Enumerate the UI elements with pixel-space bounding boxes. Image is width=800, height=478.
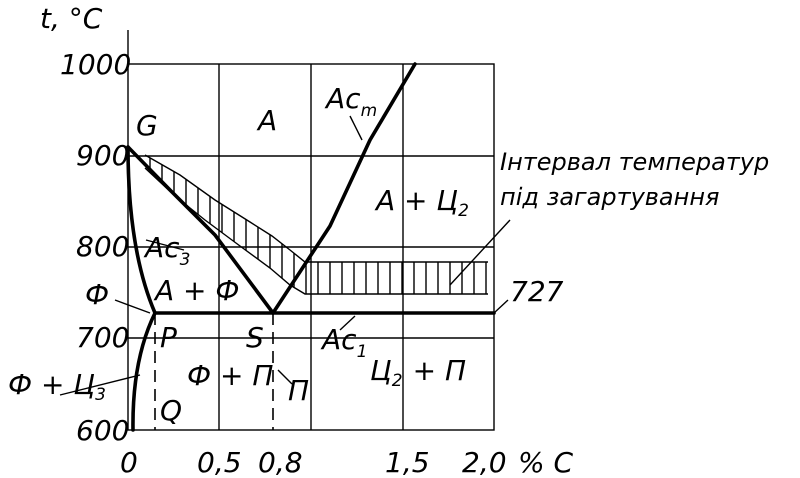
se-line	[271, 62, 417, 315]
point-p-label: P	[160, 321, 177, 354]
grid	[127, 30, 495, 431]
y-tick-label: 800	[76, 230, 129, 263]
x-tick-label: 0,8	[258, 446, 303, 478]
gp-line	[126, 145, 157, 315]
ac3-label: Ac3	[143, 231, 190, 270]
region-austenite-ferrite-label: A + Ф	[153, 274, 240, 307]
y-tick-label: 700	[76, 321, 129, 354]
region-pearlite-label: П	[288, 374, 309, 407]
quenching-interval-annotation-line2: під загартування	[500, 183, 719, 211]
leader-lines	[59, 115, 511, 396]
region-austenite-cementite2-label: A + Ц2	[374, 184, 469, 221]
gs-line	[126, 145, 275, 315]
y-tick-label: 900	[76, 139, 129, 172]
x-tick-label: 0	[120, 446, 138, 478]
ac1-label: Ac1	[320, 323, 367, 362]
point-g-label: G	[136, 109, 158, 142]
point-s-label: S	[246, 321, 264, 354]
x-axis-label: % C	[518, 446, 574, 478]
quenching-interval-annotation-line1: Інтервал температур	[500, 148, 769, 176]
point-q-label: Q	[160, 394, 182, 427]
x-tick-label: 1,5	[385, 446, 430, 478]
eutectoid-temp-label: 727	[510, 275, 564, 308]
region-austenite-label: A	[256, 104, 277, 137]
pq-line	[131, 311, 157, 432]
region-ferrite-cementite3-label: Ф + Ц3	[8, 368, 106, 405]
y-tick-label: 600	[76, 414, 129, 447]
acm-label: Acm	[324, 82, 377, 121]
y-tick-label: 1000	[60, 48, 131, 81]
y-axis-label: t, °C	[40, 2, 103, 35]
region-ferrite-pearlite-label: Ф + П	[187, 359, 273, 392]
region-cementite2-pearlite-label: Ц2+ П	[370, 354, 466, 391]
x-tick-label: 0,5	[197, 446, 242, 478]
phase-lines	[126, 62, 496, 432]
region-ferrite-label: Ф	[85, 278, 109, 311]
x-tick-label: 2,0	[462, 446, 507, 478]
